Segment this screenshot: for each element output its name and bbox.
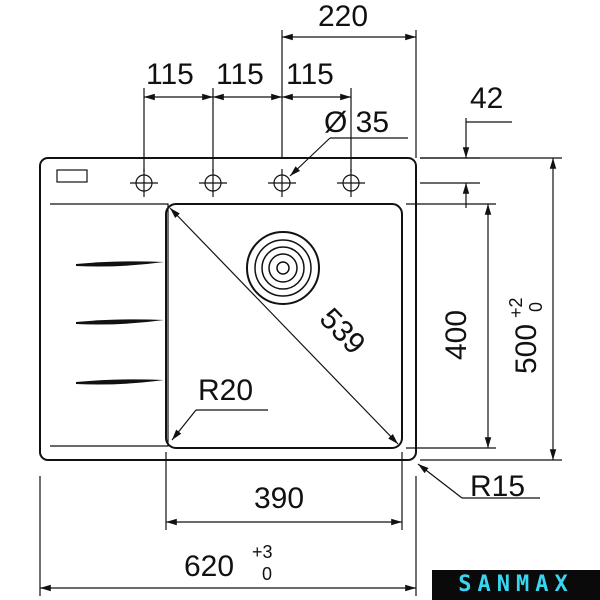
label-r15: R15 — [470, 470, 525, 503]
tap-hole-4 — [337, 169, 365, 197]
label-620-tol-upper: +3 — [252, 542, 273, 562]
dim-line-539 — [169, 207, 399, 445]
label-115-2: 115 — [216, 58, 264, 91]
label-42: 42 — [470, 82, 503, 115]
drainboard-outline — [50, 203, 169, 447]
drainboard-rib-1 — [76, 261, 164, 267]
label-500-group: 500 +2 0 — [506, 297, 546, 374]
label-plate — [56, 169, 88, 183]
drainboard-rib-3 — [76, 379, 164, 385]
label-539: 539 — [313, 302, 372, 361]
drain-strainer — [246, 231, 320, 305]
drainboard-rib-2 — [76, 319, 164, 325]
label-r20: R20 — [198, 374, 253, 407]
label-220: 220 — [318, 0, 368, 33]
brand-logo: SANMAX — [432, 570, 600, 600]
label-400: 400 — [440, 310, 473, 360]
label-500-tol-upper: +2 — [506, 297, 526, 318]
label-115-3: 115 — [286, 58, 334, 91]
tap-hole-3 — [268, 169, 296, 197]
label-diameter: Ø 35 — [324, 106, 389, 139]
bowl-outline — [165, 203, 403, 449]
label-500-tol-lower: 0 — [526, 302, 546, 312]
label-115-1: 115 — [146, 58, 194, 91]
label-620: 620 — [184, 550, 234, 583]
label-500: 500 — [510, 324, 543, 374]
sink-outline — [39, 157, 417, 461]
label-620-tol-lower: 0 — [262, 564, 272, 584]
tap-hole-1 — [130, 169, 158, 197]
label-390: 390 — [254, 482, 304, 515]
tap-hole-2 — [199, 169, 227, 197]
